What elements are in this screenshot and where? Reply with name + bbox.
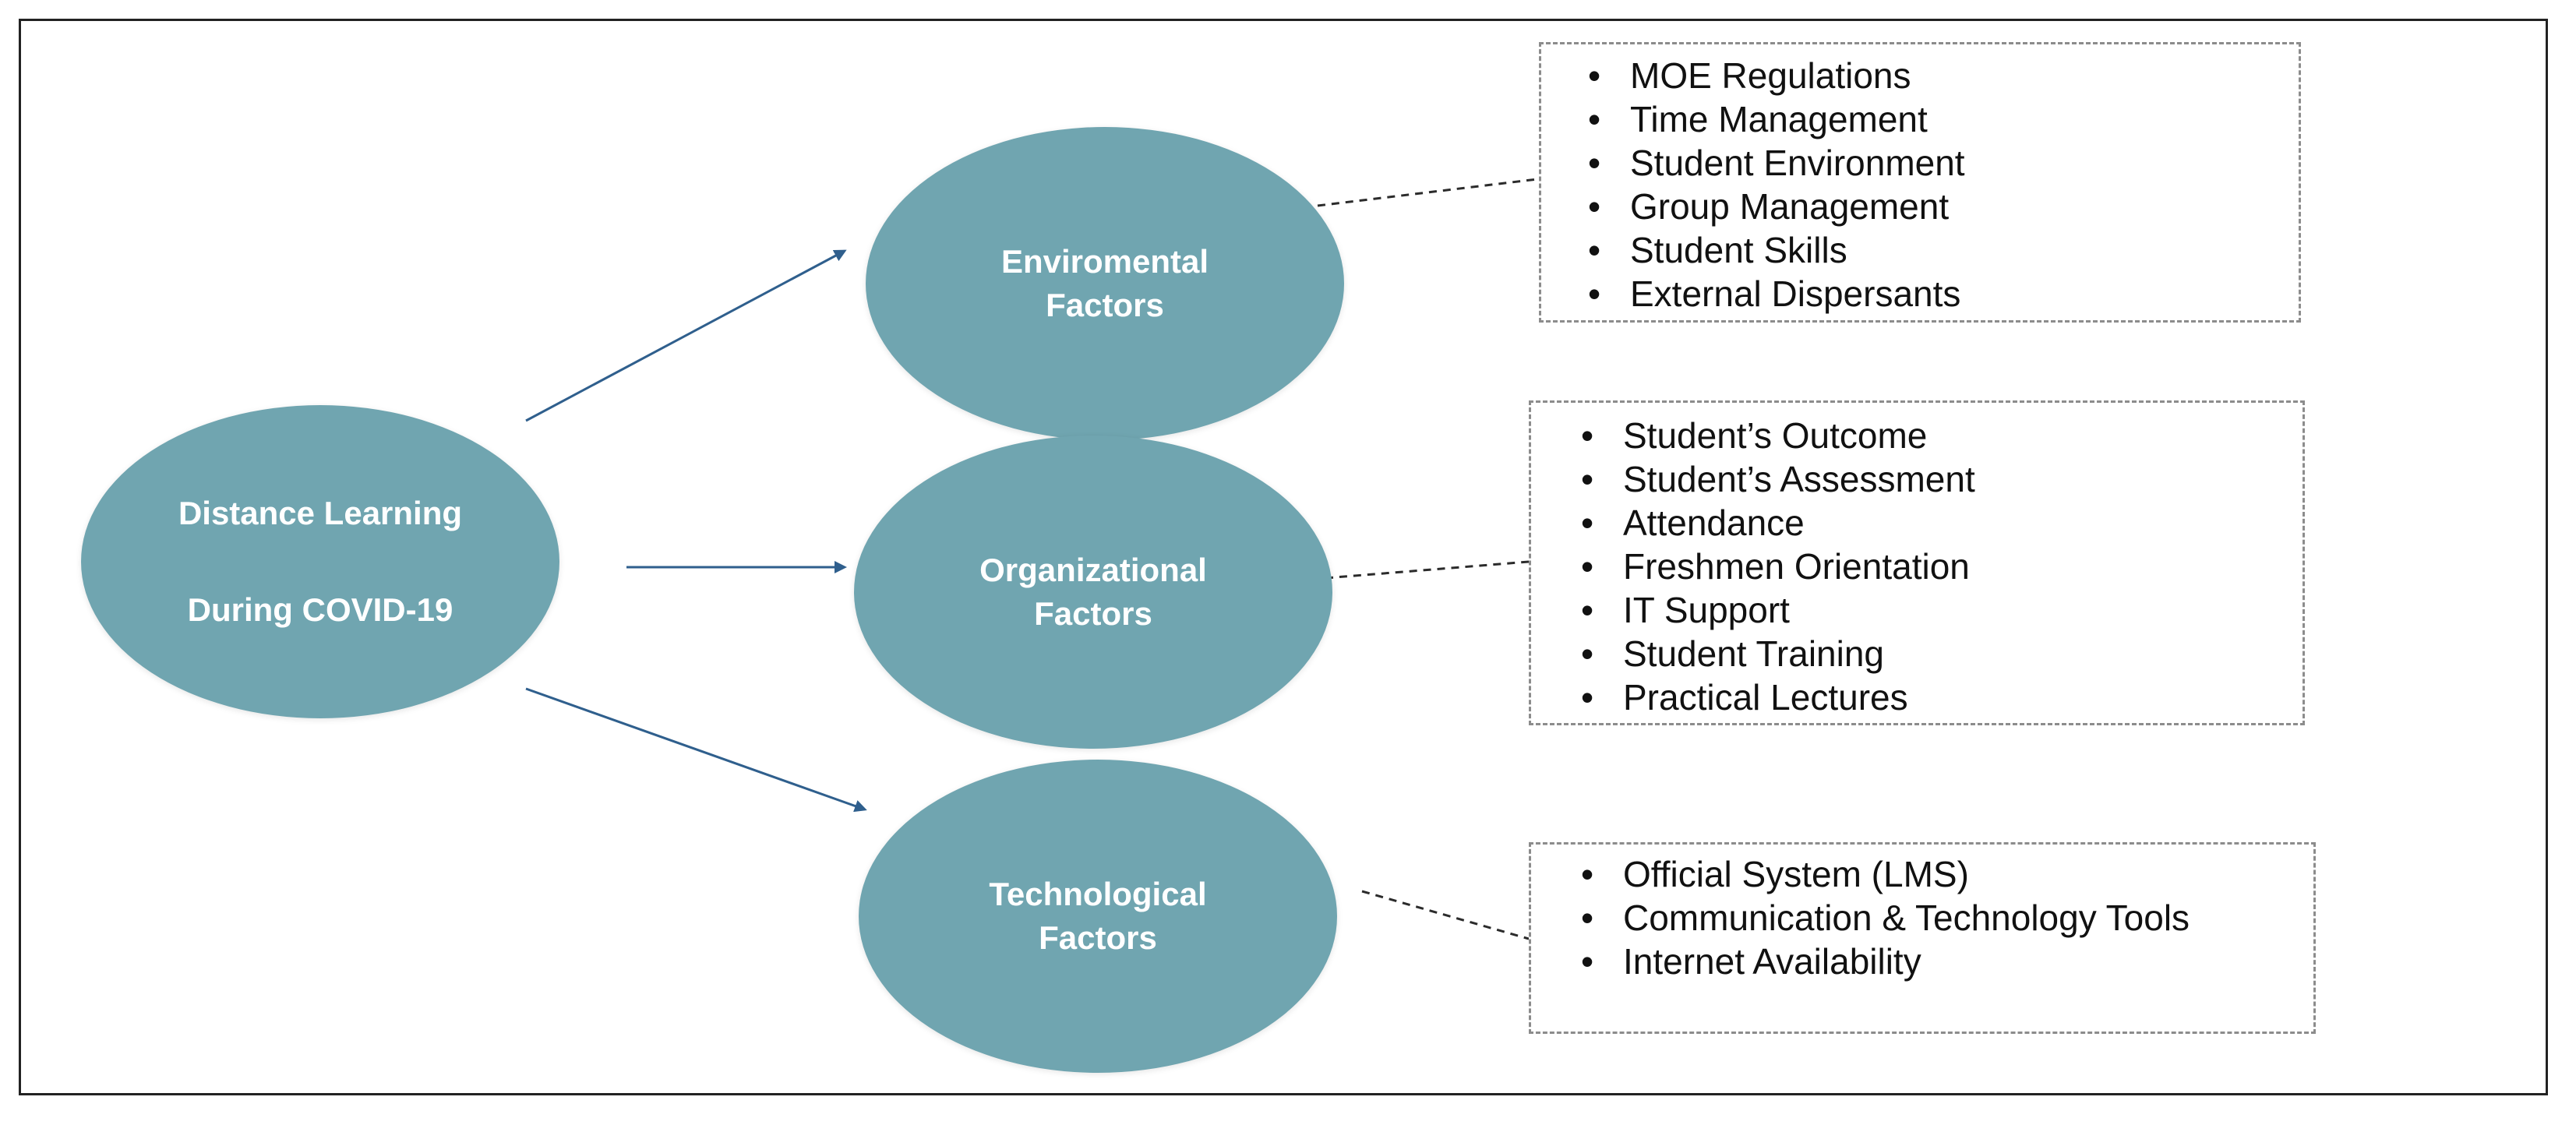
list-item-text: MOE Regulations (1630, 55, 1911, 96)
bullet-icon: • (1580, 677, 1594, 718)
bullet-icon: • (1580, 503, 1594, 543)
list-item: • Time Management (1588, 97, 2299, 141)
list-item-text: Official System (LMS) (1623, 854, 1969, 894)
organizational-factors-line-1: Organizational (979, 552, 1207, 588)
main-topic-node: Distance Learning During COVID-19 (81, 405, 559, 718)
list-item: • Attendance (1581, 501, 2303, 545)
environmental-factors-list: • MOE Regulations • Time Management • Stude… (1588, 54, 2299, 316)
main-topic-line-1: Distance Learning (178, 495, 463, 531)
bullet-icon: • (1587, 273, 1601, 314)
bullet-icon: • (1580, 941, 1594, 982)
list-item: • Student Environment (1588, 141, 2299, 185)
list-item: • External Dispersants (1588, 272, 2299, 316)
technological-factors-list-box: • Official System (LMS) • Communication & … (1529, 842, 2316, 1034)
list-item-text: External Dispersants (1630, 273, 1961, 314)
environmental-factors-line-1: Enviromental (1000, 243, 1209, 280)
list-item-text: Attendance (1623, 503, 1805, 543)
bullet-icon: • (1580, 898, 1594, 938)
environmental-factors-line-2: Factors (1046, 287, 1164, 323)
list-item-text: IT Support (1623, 590, 1790, 630)
list-item: • Internet Availability (1581, 940, 2313, 983)
technological-factors-list: • Official System (LMS) • Communication & … (1581, 852, 2313, 983)
environmental-factors-list-box: • MOE Regulations • Time Management • Stude… (1539, 42, 2301, 323)
list-item-text: Student’s Outcome (1623, 415, 1928, 456)
organizational-factors-line-2: Factors (1034, 595, 1152, 632)
bullet-icon: • (1587, 230, 1601, 270)
list-item-text: Student Training (1623, 633, 1885, 674)
list-item: • Student’s Outcome (1581, 414, 2303, 457)
list-item: • Student Skills (1588, 228, 2299, 272)
list-item: • MOE Regulations (1588, 54, 2299, 97)
list-item-text: Communication & Technology Tools (1623, 898, 2190, 938)
dashed-link-organizational (1325, 560, 1530, 580)
technological-factors-line-1: Technological (989, 876, 1207, 912)
technological-factors-line-2: Factors (1039, 919, 1157, 956)
bullet-icon: • (1580, 854, 1594, 894)
list-item: • Freshmen Orientation (1581, 545, 2303, 588)
list-item: • Communication & Technology Tools (1581, 896, 2313, 940)
environmental-factors-node: Enviromental Factors (866, 127, 1344, 440)
bullet-icon: • (1580, 459, 1594, 499)
main-topic-line-2: During COVID-19 (187, 591, 453, 628)
bullet-icon: • (1587, 143, 1601, 183)
list-item-text: Internet Availability (1623, 941, 1921, 982)
arrow-main-to-environmental (525, 249, 847, 422)
list-item-text: Time Management (1630, 99, 1928, 139)
list-item-text: Student Environment (1630, 143, 1965, 183)
dashed-link-environmental (1317, 177, 1544, 207)
organizational-factors-list-box: • Student’s Outcome • Student’s Assessment… (1529, 400, 2305, 725)
dashed-link-technological (1361, 890, 1530, 940)
list-item: • Practical Lectures (1581, 675, 2303, 719)
list-item: • Official System (LMS) (1581, 852, 2313, 896)
bullet-icon: • (1580, 415, 1594, 456)
organizational-factors-list: • Student’s Outcome • Student’s Assessment… (1581, 414, 2303, 719)
arrow-main-to-technological (525, 687, 867, 813)
bullet-icon: • (1580, 633, 1594, 674)
list-item-text: Practical Lectures (1623, 677, 1908, 718)
bullet-icon: • (1580, 546, 1594, 587)
list-item: • IT Support (1581, 588, 2303, 632)
organizational-factors-node: Organizational Factors (854, 436, 1332, 749)
list-item-text: Group Management (1630, 186, 1950, 227)
list-item-text: Student’s Assessment (1623, 459, 1975, 499)
bullet-icon: • (1587, 186, 1601, 227)
list-item: • Group Management (1588, 185, 2299, 228)
list-item: • Student’s Assessment (1581, 457, 2303, 501)
technological-factors-node: Technological Factors (859, 760, 1337, 1073)
list-item: • Student Training (1581, 632, 2303, 675)
list-item-text: Freshmen Orientation (1623, 546, 1970, 587)
bullet-icon: • (1587, 99, 1601, 139)
bullet-icon: • (1580, 590, 1594, 630)
bullet-icon: • (1587, 55, 1601, 96)
list-item-text: Student Skills (1630, 230, 1847, 270)
